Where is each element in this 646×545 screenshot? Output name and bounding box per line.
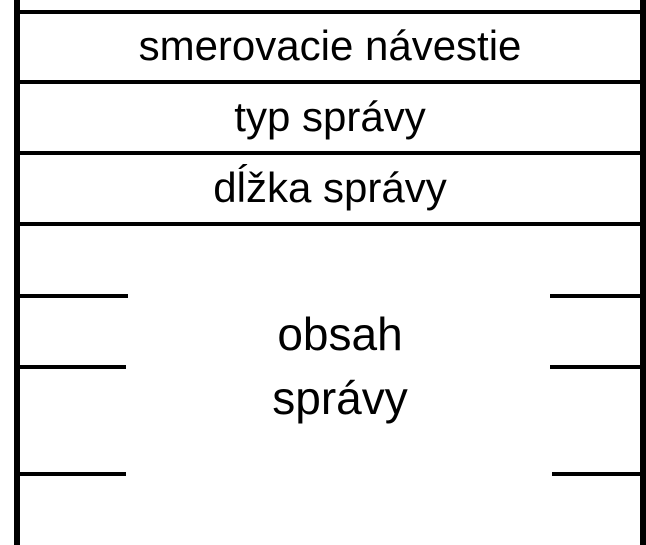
message-content-line-2: správy: [272, 372, 408, 424]
content-tick-left-1: [18, 294, 128, 298]
message-content-line-1: obsah: [277, 308, 403, 360]
separator-1: [14, 80, 646, 84]
content-tick-left-2: [18, 365, 126, 369]
content-tick-right-1: [550, 294, 642, 298]
right-border: [640, 0, 646, 545]
field-routing-label: smerovacie návestie: [138, 22, 522, 69]
content-tick-left-3: [18, 472, 126, 476]
content-tick-right-3: [552, 472, 642, 476]
field-message-length: dĺžka správy: [213, 164, 447, 211]
left-border: [14, 0, 20, 545]
top-border: [14, 10, 646, 14]
content-tick-right-2: [550, 365, 642, 369]
separator-2: [14, 151, 646, 155]
separator-3: [14, 222, 646, 226]
message-content-label: obsah správy: [120, 302, 560, 430]
field-message-type: typ správy: [234, 93, 426, 140]
